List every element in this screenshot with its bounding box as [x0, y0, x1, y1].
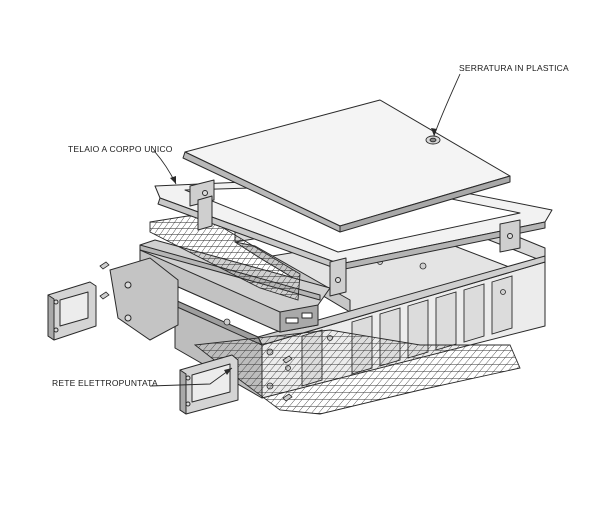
- callout-single-body-frame: TELAIO A CORPO UNICO: [68, 144, 173, 154]
- bottom-mesh: [193, 329, 521, 415]
- leader-mesh: [149, 367, 233, 387]
- callout-welded-mesh: RETE ELETTROPUNTATA: [52, 378, 158, 388]
- leader-lock: [433, 73, 461, 137]
- callout-plastic-lock: SERRATURA IN PLASTICA: [459, 63, 569, 73]
- leader-arrowheads: [170, 128, 437, 375]
- tray-end-plate: [109, 257, 179, 341]
- left-end-panel: [47, 281, 97, 341]
- lid: [182, 99, 511, 233]
- plastic-lock-icon: [425, 135, 441, 145]
- wing-screws: [99, 261, 293, 402]
